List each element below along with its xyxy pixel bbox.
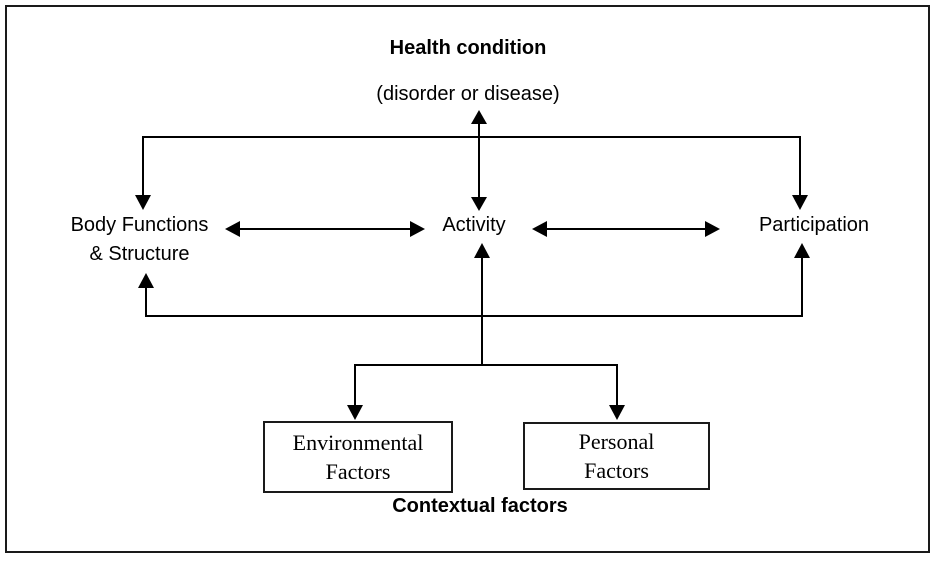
node-body-functions: Body Functions & Structure [70, 214, 209, 265]
disorder-disease-subtitle: (disorder or disease) [376, 83, 560, 105]
node-activity: Activity [442, 214, 506, 236]
node-participation: Participation [758, 214, 870, 236]
health-condition-title: Health condition [389, 37, 547, 59]
personal-factors-box: Personal Factors [523, 422, 710, 490]
contextual-factors-label: Contextual factors [392, 495, 568, 517]
environmental-factors-box: Environmental Factors [263, 421, 453, 493]
